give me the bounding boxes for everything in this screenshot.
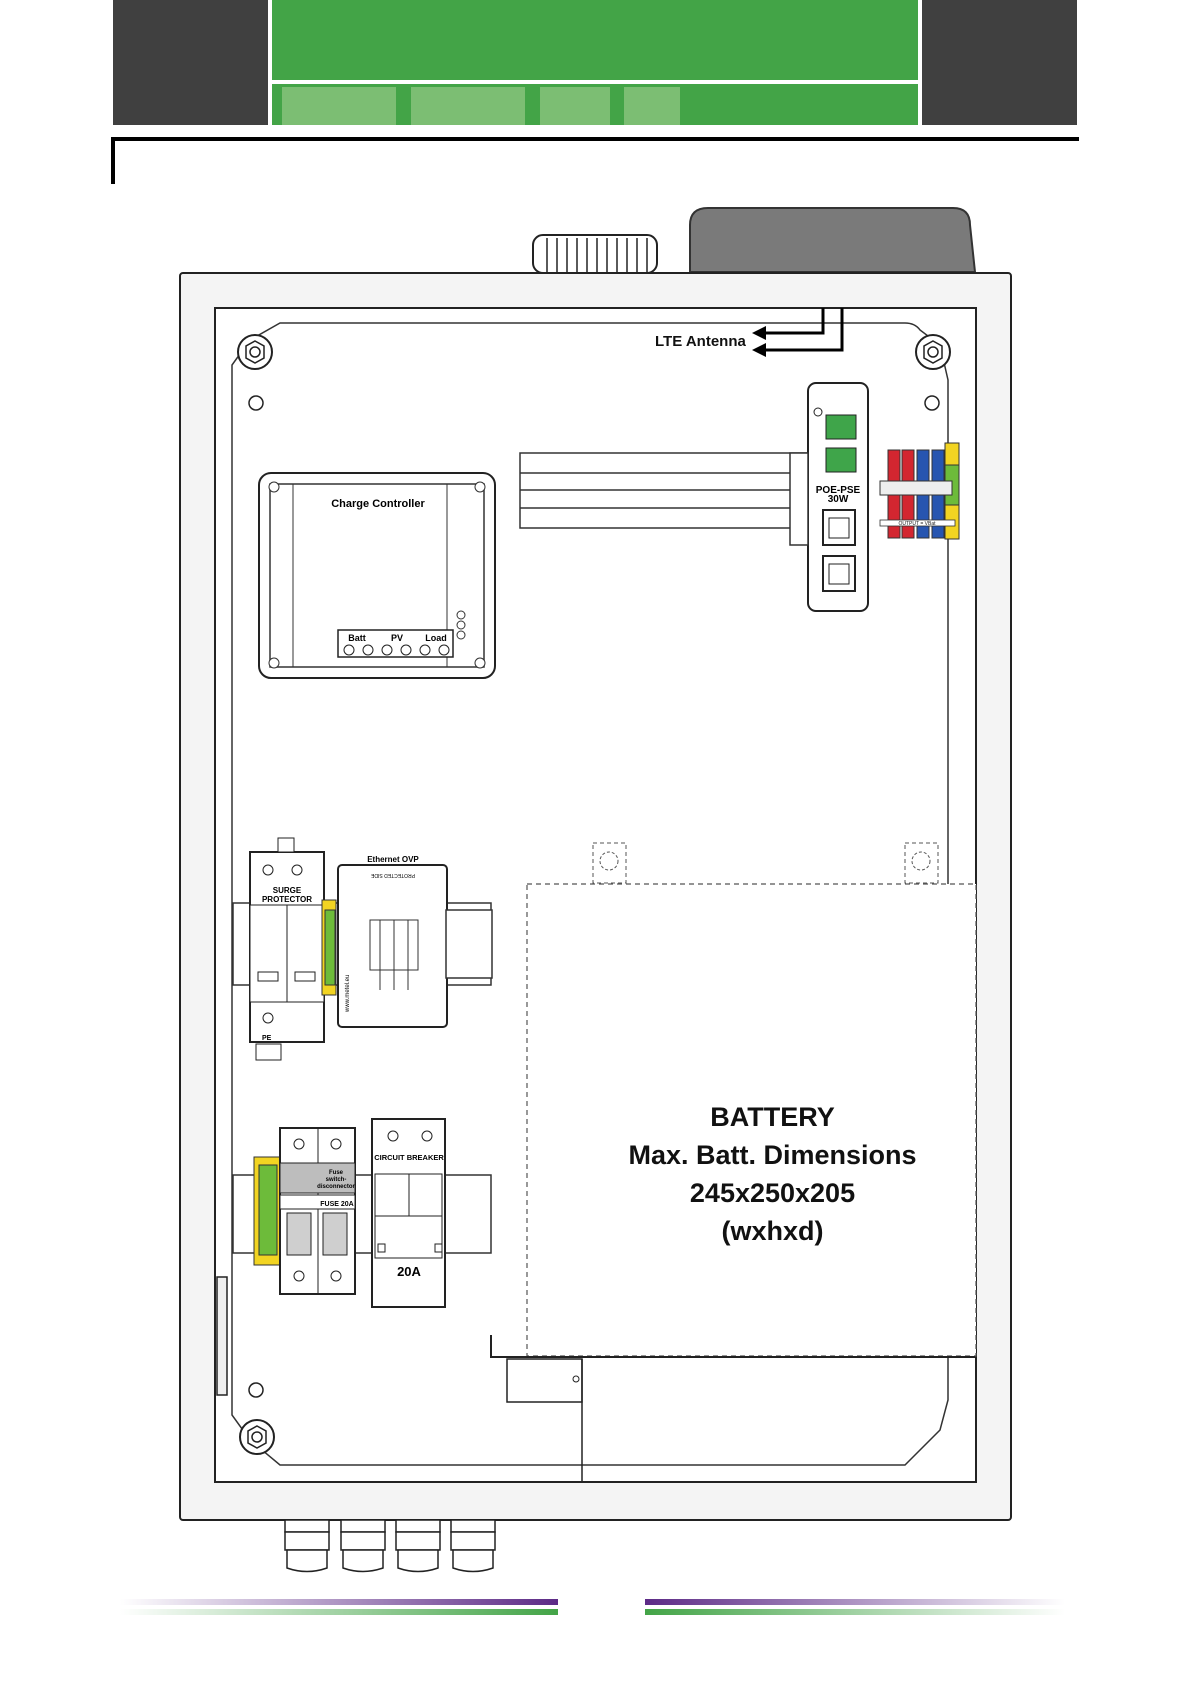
plate-hole <box>249 396 263 410</box>
fuse-switch-label-1: Fuse <box>329 1170 344 1176</box>
output-vbat-label: OUTPUT = VBat <box>898 521 936 527</box>
top-router-housing <box>690 208 975 272</box>
footer-accent-right-purple <box>645 1599 1065 1605</box>
batt-terminal-label: Batt <box>348 633 366 643</box>
footer-accent-left-green <box>120 1609 558 1615</box>
pe-label: PE <box>262 1035 272 1042</box>
charge-controller-label: Charge Controller <box>331 498 425 510</box>
battery-max-dimensions-label: Max. Batt. Dimensions <box>560 1136 985 1174</box>
breaker-rating-label: 20A <box>397 1264 421 1279</box>
footer-accent-right-green <box>645 1609 1065 1615</box>
plate-hole <box>925 396 939 410</box>
battery-title: BATTERY <box>560 1098 985 1136</box>
plate-hole <box>249 1383 263 1397</box>
battery-dimensions-unit: (wxhxd) <box>560 1212 985 1250</box>
surge-protector-label-1: SURGE <box>273 886 302 895</box>
battery-dimensions-text: BATTERY Max. Batt. Dimensions 245x250x20… <box>560 1098 985 1250</box>
cable-gland <box>396 1520 440 1572</box>
fuse-switch-label-3: disconnector <box>317 1184 355 1190</box>
load-terminal-label: Load <box>425 633 447 643</box>
website-label: www.metel.eu <box>345 975 351 1013</box>
bolt-top-right <box>916 335 950 369</box>
lte-antenna-label: LTE Antenna <box>655 333 746 350</box>
protected-side-label: PROTECTED SIDE <box>370 872 415 878</box>
bolt-bottom-left <box>240 1420 274 1454</box>
bolt-top-left <box>238 335 272 369</box>
circuit-breaker: CIRCUIT BREAKER 20A <box>372 1119 445 1307</box>
door-latch <box>217 1277 227 1395</box>
terminal-blocks: OUTPUT = VBat <box>880 443 959 539</box>
cable-gland <box>341 1520 385 1572</box>
cable-glands <box>285 1520 495 1572</box>
surge-protector-label-2: PROTECTOR <box>262 895 312 904</box>
cable-gland <box>285 1520 329 1572</box>
poe-watts-label: 30W <box>828 494 849 505</box>
top-vent-knob <box>533 235 657 273</box>
pv-terminal-label: PV <box>391 633 403 643</box>
fuse-rating-label: FUSE 20A <box>320 1201 353 1208</box>
circuit-breaker-label: CIRCUIT BREAKER <box>374 1153 444 1162</box>
din-rail-top <box>520 453 810 528</box>
footer-accent-left-purple <box>120 1599 558 1605</box>
cable-gland <box>451 1520 495 1572</box>
charge-controller: Charge Controller Batt PV Load <box>259 473 495 678</box>
ethernet-ovp-label: Ethernet OVP <box>367 855 419 864</box>
fuse-switch-label-2: switch- <box>326 1177 347 1183</box>
battery-dimensions-value: 245x250x205 <box>560 1174 985 1212</box>
